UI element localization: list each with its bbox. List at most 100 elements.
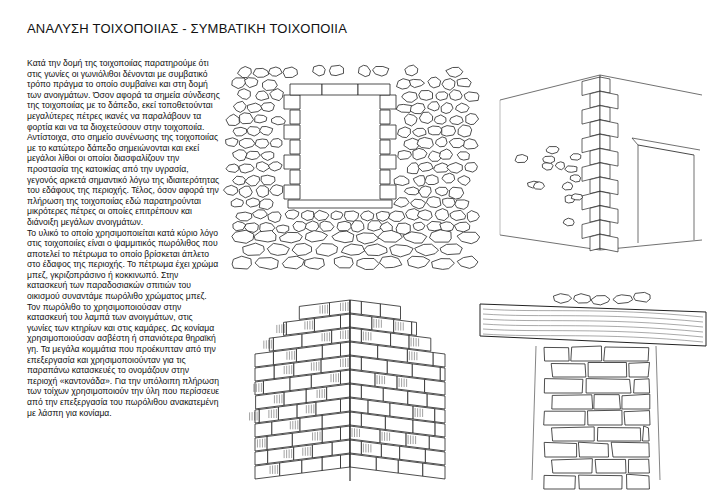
stone-block: [408, 391, 427, 407]
stone-block: [590, 234, 600, 251]
stone: [255, 258, 278, 270]
corner-edge: [349, 300, 350, 481]
stone-block: [341, 370, 351, 384]
stone: [270, 89, 284, 101]
hatch-line: [343, 303, 344, 311]
stone: [226, 164, 239, 172]
stone-block: [600, 191, 610, 207]
stone-block: [380, 430, 406, 446]
stone: [236, 212, 252, 221]
stone: [533, 182, 544, 190]
hatch-line: [268, 410, 269, 418]
stone: [238, 89, 251, 100]
stone-block: [624, 411, 650, 425]
hatch-line: [322, 389, 323, 398]
stone-block: [306, 387, 327, 403]
stone: [398, 127, 411, 138]
stone: [378, 230, 403, 242]
stone-block: [551, 364, 586, 378]
stone-block: [622, 394, 650, 409]
stone: [267, 243, 289, 255]
stone-block: [350, 314, 372, 330]
stone: [226, 138, 238, 147]
stone-block: [255, 463, 280, 479]
hatch-line: [286, 352, 287, 360]
stone: [432, 259, 455, 270]
hatch-line: [256, 384, 257, 392]
stone-block: [312, 442, 332, 458]
stone-block: [375, 373, 397, 389]
stone: [454, 222, 470, 232]
hatch-line: [271, 410, 272, 418]
hatch-line: [378, 319, 379, 327]
stone-block: [427, 394, 445, 409]
hatch-line: [357, 429, 358, 437]
stone-block: [394, 320, 412, 335]
stone-block: [322, 412, 350, 429]
hatch-line: [333, 374, 334, 382]
stone-block: [268, 447, 294, 463]
hatch-line: [420, 409, 421, 417]
stone: [440, 244, 462, 255]
hatch-line: [263, 341, 264, 349]
hatch-line: [318, 362, 319, 371]
stone-block: [600, 106, 610, 122]
stone: [282, 256, 304, 269]
stone-block: [341, 342, 351, 356]
stone-block: [552, 427, 595, 441]
stone-block: [590, 177, 600, 194]
hatch-line: [273, 409, 274, 418]
stone: [247, 103, 262, 113]
stone: [233, 150, 248, 161]
stone: [232, 78, 247, 89]
hatch-line: [292, 421, 293, 429]
stone: [357, 259, 379, 270]
hatch-line: [253, 384, 254, 392]
stone: [515, 155, 528, 163]
stone: [239, 138, 255, 148]
stone-block: [314, 315, 340, 331]
stone-block: [361, 441, 381, 457]
stone-block: [272, 418, 300, 435]
body-paragraph: Κατά την δομή της τοιχοποιίας παρατηρούμ…: [27, 58, 220, 228]
hatch-line: [304, 321, 305, 329]
stone: [419, 112, 432, 123]
stone: [243, 243, 265, 255]
stone-corner-sketch: [250, 300, 445, 481]
stone-block: [290, 170, 300, 184]
stone-block: [600, 163, 610, 179]
stone: [285, 210, 299, 219]
stone-block: [263, 378, 289, 394]
stone: [313, 65, 326, 76]
stone: [329, 65, 343, 75]
stone: [543, 156, 555, 163]
hatch-line: [276, 325, 277, 333]
hatch-line: [312, 432, 313, 440]
hatch-line: [305, 447, 306, 455]
stone: [405, 65, 418, 76]
stone: [272, 117, 286, 125]
stone-block: [398, 460, 423, 476]
stone: [334, 256, 353, 268]
sketch-line: [632, 138, 700, 150]
stone-block: [350, 412, 361, 426]
stone: [246, 198, 260, 207]
stone-block: [350, 440, 361, 454]
sketch-line: [632, 138, 638, 145]
hatch-line: [294, 351, 295, 360]
stone-block: [361, 413, 385, 429]
stone: [418, 162, 433, 171]
stone-block: [604, 347, 649, 361]
stone: [456, 103, 470, 113]
hatch-line: [276, 395, 277, 403]
stone-block: [376, 457, 398, 473]
stone-block: [255, 381, 263, 395]
stone: [457, 78, 471, 86]
stone-block: [273, 334, 302, 351]
stone-block: [341, 454, 351, 468]
hatch-line: [279, 395, 280, 404]
stone: [591, 296, 610, 305]
stone: [239, 186, 252, 198]
hatch-line: [317, 390, 318, 398]
stone: [305, 231, 327, 242]
